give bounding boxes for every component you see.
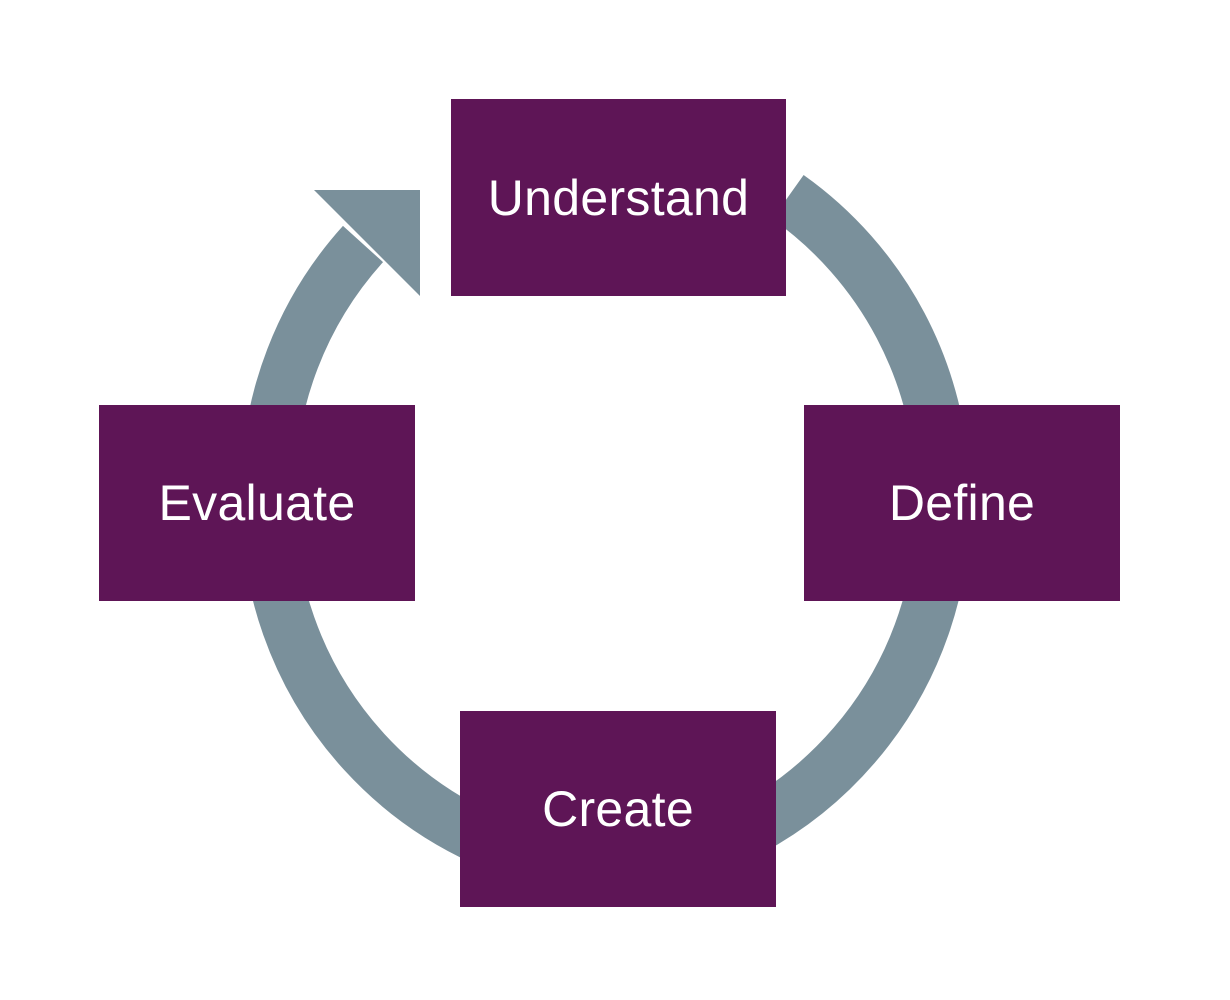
step-define-label: Define [888,475,1036,531]
step-evaluate-label: Evaluate [158,475,356,531]
step-understand-label: Understand [487,169,750,226]
cycle-arrowhead [314,190,420,296]
step-understand: Understand [451,99,786,296]
step-define: Define [804,405,1120,601]
step-create: Create [460,711,776,907]
step-create-label: Create [542,781,694,837]
step-evaluate: Evaluate [99,405,415,601]
